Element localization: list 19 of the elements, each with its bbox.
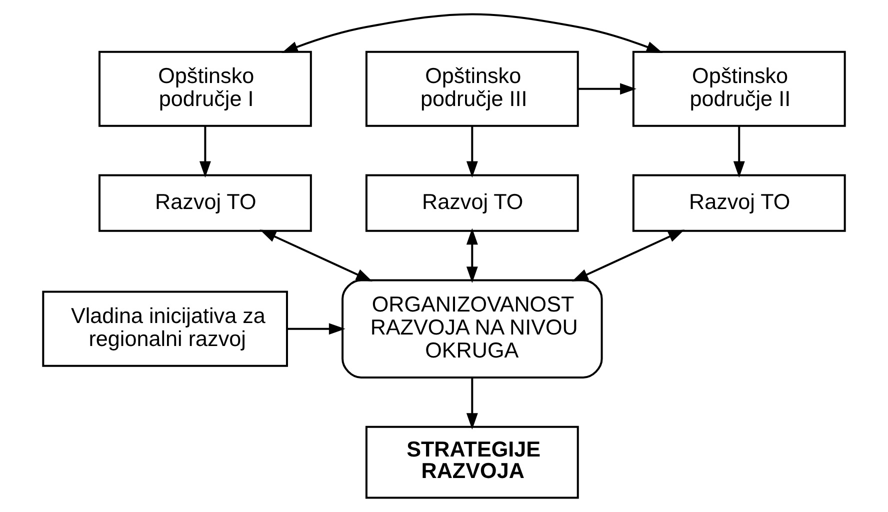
- node-box: Opštinsko područje II: [632, 50, 846, 127]
- arrow: [572, 230, 685, 282]
- node-box: ORGANIZOVANOST RAZVOJA NA NIVOU OKRUGA: [342, 279, 603, 378]
- node-box: Opštinsko područje III: [365, 50, 579, 127]
- node-box: Razvoj TO: [632, 174, 846, 232]
- node-box: Razvoj TO: [98, 174, 312, 232]
- arrow: [260, 230, 372, 282]
- node-box: Opštinsko područje I: [98, 50, 312, 127]
- node-box: Razvoj TO: [365, 174, 579, 232]
- arrow: [287, 323, 346, 335]
- arrow: [733, 126, 745, 178]
- arrow: [466, 126, 478, 178]
- node-box: Vladina inicijativa za regionalni razvoj: [42, 290, 288, 367]
- arrow: [199, 126, 211, 178]
- arrow: [578, 83, 636, 95]
- arrow: [282, 13, 663, 53]
- arrow: [466, 228, 478, 283]
- arrow: [466, 377, 478, 430]
- node-box: STRATEGIJE RAZVOJA: [365, 426, 579, 499]
